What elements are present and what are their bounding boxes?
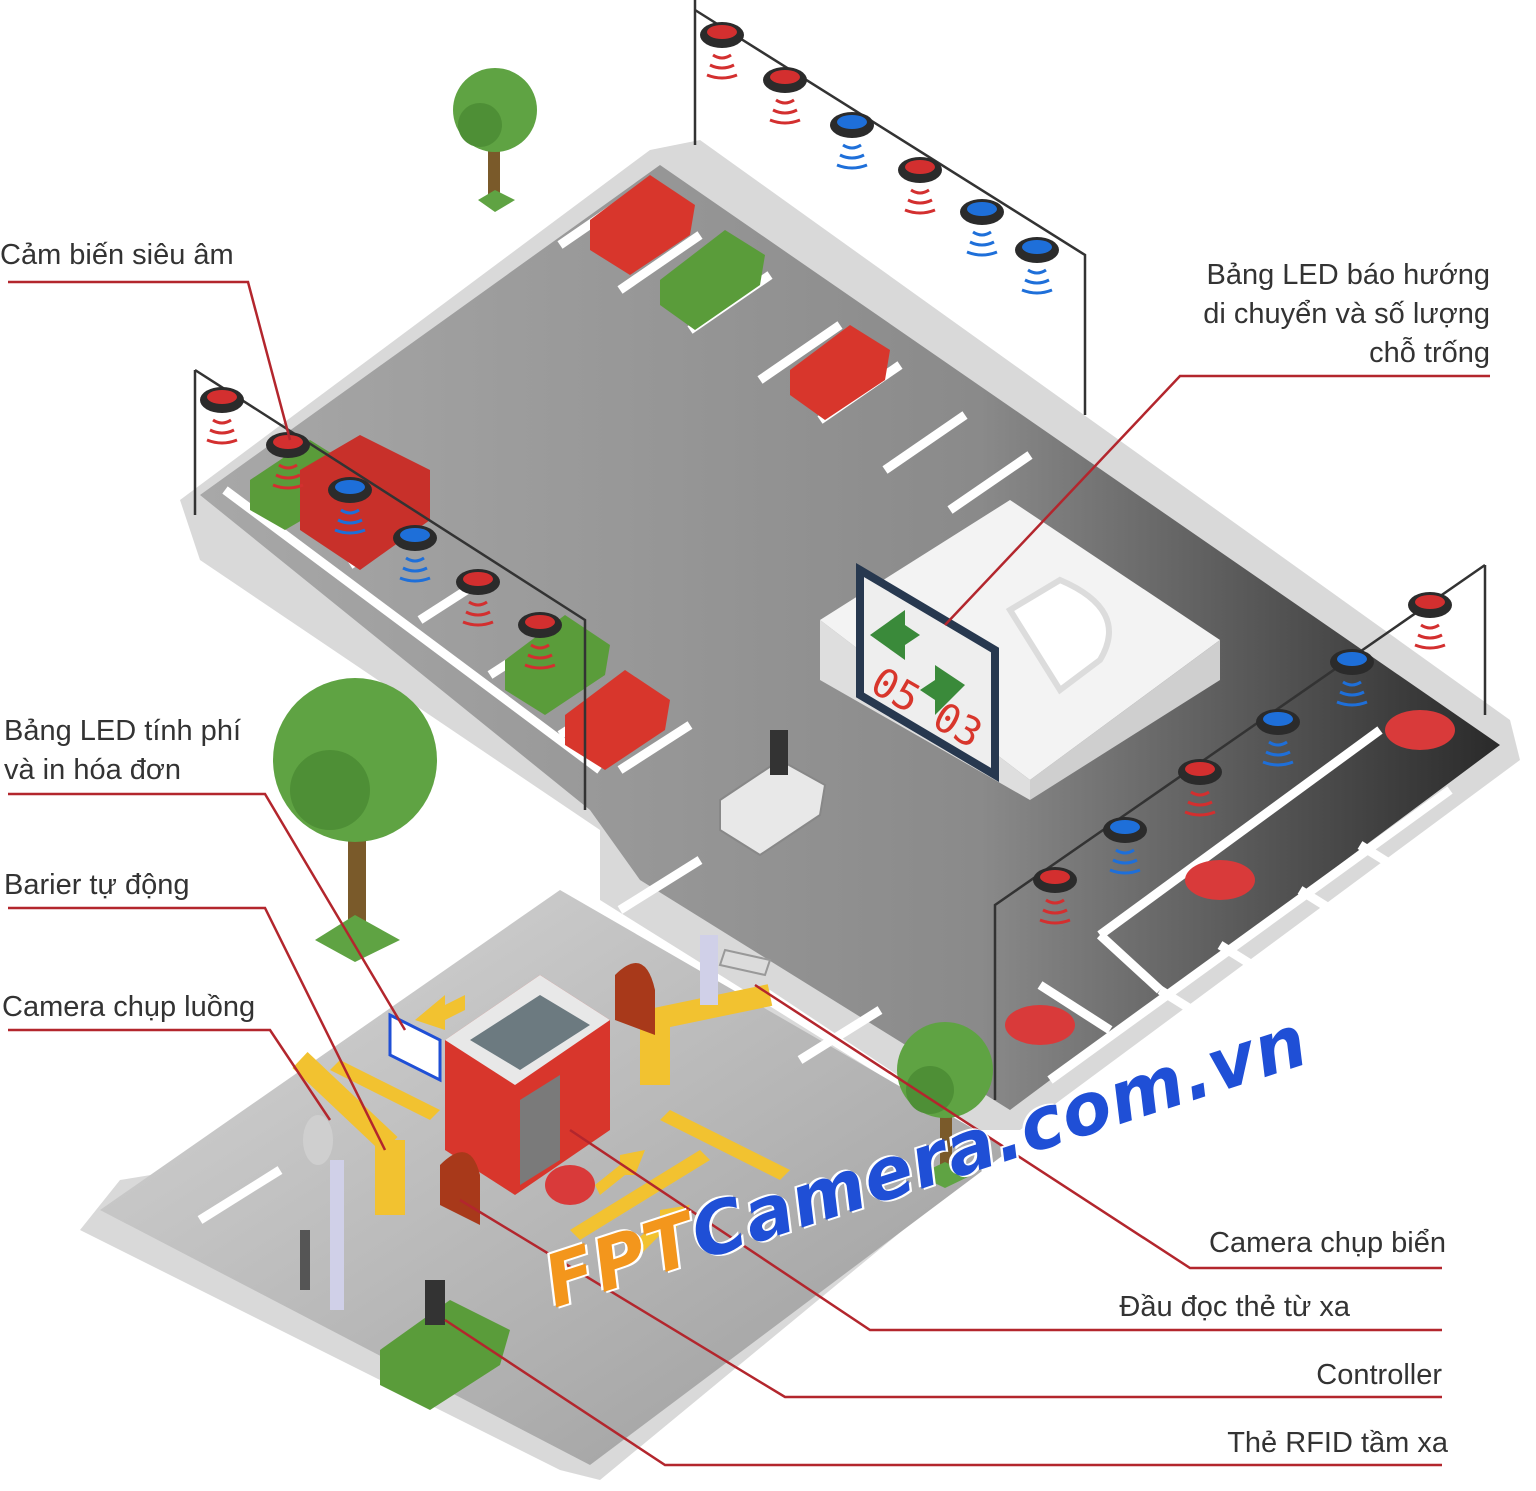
label-plate-camera: Camera chụp biển: [1209, 1227, 1446, 1259]
label-rfid-card: Thẻ RFID tầm xa: [1227, 1427, 1448, 1459]
lane-arrows: [415, 995, 690, 1255]
label-led-fee-line2: và in hóa đơn: [4, 754, 182, 786]
ultrasonic-sensor-icon: [1408, 592, 1452, 650]
ultrasonic-sensor-icon: [393, 525, 437, 583]
label-lane-camera: Camera chụp luồng: [2, 991, 256, 1023]
ultrasonic-sensor-icon: [456, 569, 500, 627]
leader-lines: [8, 280, 1490, 1467]
label-led-direction-line2: di chuyển và số lượng: [1203, 298, 1490, 330]
ultrasonic-sensor-icon: [266, 432, 310, 490]
lane-camera: [300, 1115, 344, 1310]
ultrasonic-sensor-icon: [200, 387, 244, 445]
ultrasonic-sensor-icon: [700, 22, 744, 80]
label-led-fee: Bảng LED tính phí và in hóa đơn: [4, 712, 241, 790]
label-auto-barrier: Barier tự động: [4, 869, 190, 901]
ultrasonic-sensor-icon: [1033, 867, 1077, 925]
ultrasonic-sensor-icon: [960, 199, 1004, 257]
ultrasonic-sensor-icon: [1330, 649, 1374, 707]
ultrasonic-sensor-icon: [328, 477, 372, 535]
ultrasonic-sensor-icon: [830, 112, 874, 170]
ultrasonic-sensor-icon: [1256, 709, 1300, 767]
rfid-reader: [425, 730, 788, 1325]
led-direction-board: [856, 562, 999, 783]
ultrasonic-sensor-icon: [1178, 759, 1222, 817]
label-ultrasonic-sensor: Cảm biến siêu âm: [0, 239, 234, 271]
label-remote-card-reader: Đầu đọc thẻ từ xa: [1119, 1291, 1350, 1323]
scooters: [545, 710, 1455, 1205]
toll-booth: [445, 975, 610, 1195]
fee-led-board: [388, 1012, 442, 1083]
ultrasonic-sensor-icon: [898, 157, 942, 215]
label-controller: Controller: [1316, 1359, 1442, 1391]
ultrasonic-sensor-icon: [763, 67, 807, 125]
sensor-wires: [193, 0, 1487, 1100]
speed-bumps: [330, 1060, 790, 1240]
ultrasonic-sensors: [200, 22, 1452, 925]
label-led-direction-line1: Bảng LED báo hướng: [1206, 259, 1490, 291]
label-led-fee-line1: Bảng LED tính phí: [4, 715, 241, 747]
label-led-direction: Bảng LED báo hướng di chuyển và số lượng…: [1203, 256, 1490, 373]
label-led-direction-line3: chỗ trống: [1369, 337, 1490, 369]
ultrasonic-sensor-icon: [1103, 817, 1147, 875]
ultrasonic-sensor-icon: [1015, 237, 1059, 295]
plate-camera: [700, 935, 772, 1005]
ultrasonic-sensor-icon: [518, 612, 562, 670]
